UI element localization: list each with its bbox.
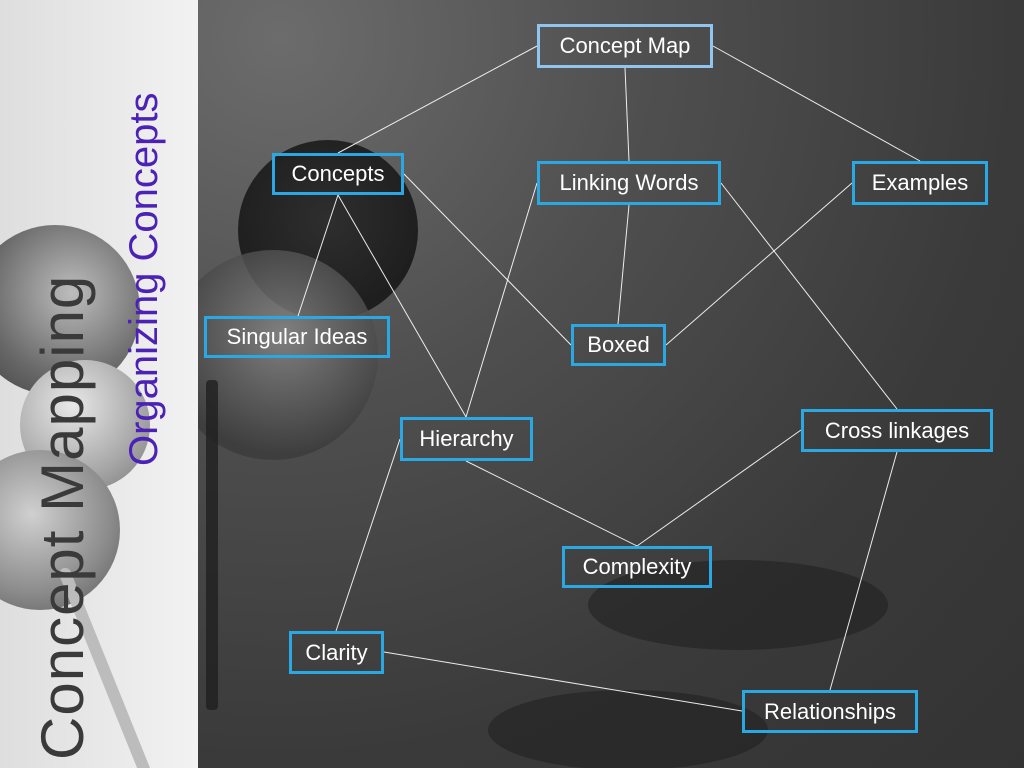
node-linking-words: Linking Words: [537, 161, 721, 205]
connector-linking-words-to-hierarchy: [465, 182, 538, 418]
connector-hierarchy-to-clarity: [335, 438, 401, 632]
decorative-stick: [206, 380, 218, 710]
connector-concepts-to-boxed: [403, 173, 572, 346]
left-title-panel: [0, 0, 198, 768]
diagram-background: [198, 0, 1024, 768]
node-complexity: Complexity: [562, 546, 712, 588]
connector-clarity-to-relationships: [383, 651, 743, 712]
connector-cross-linkages-to-relationships: [829, 451, 898, 691]
connector-concept-map-to-concepts: [337, 45, 538, 154]
node-cross-linkages: Cross linkages: [801, 409, 993, 452]
node-singular-ideas: Singular Ideas: [204, 316, 390, 358]
node-clarity: Clarity: [289, 631, 384, 674]
node-examples: Examples: [852, 161, 988, 205]
connector-linking-words-to-cross-linkages: [720, 182, 898, 410]
node-boxed: Boxed: [571, 324, 666, 366]
connector-examples-to-boxed: [665, 182, 853, 346]
node-relationships: Relationships: [742, 690, 918, 733]
connector-linking-words-to-boxed: [617, 204, 630, 325]
connector-concepts-to-singular-ideas: [297, 194, 339, 317]
connector-concept-map-to-linking-words: [624, 67, 630, 162]
node-concepts: Concepts: [272, 153, 404, 195]
connector-hierarchy-to-complexity: [465, 460, 638, 547]
decorative-shadow: [588, 560, 888, 650]
decorative-shadow: [488, 690, 768, 768]
connector-concepts-to-hierarchy: [337, 194, 467, 418]
node-hierarchy: Hierarchy: [400, 417, 533, 461]
connector-concept-map-to-examples: [712, 45, 921, 162]
node-concept-map: Concept Map: [537, 24, 713, 68]
connector-cross-linkages-to-complexity: [636, 429, 802, 547]
